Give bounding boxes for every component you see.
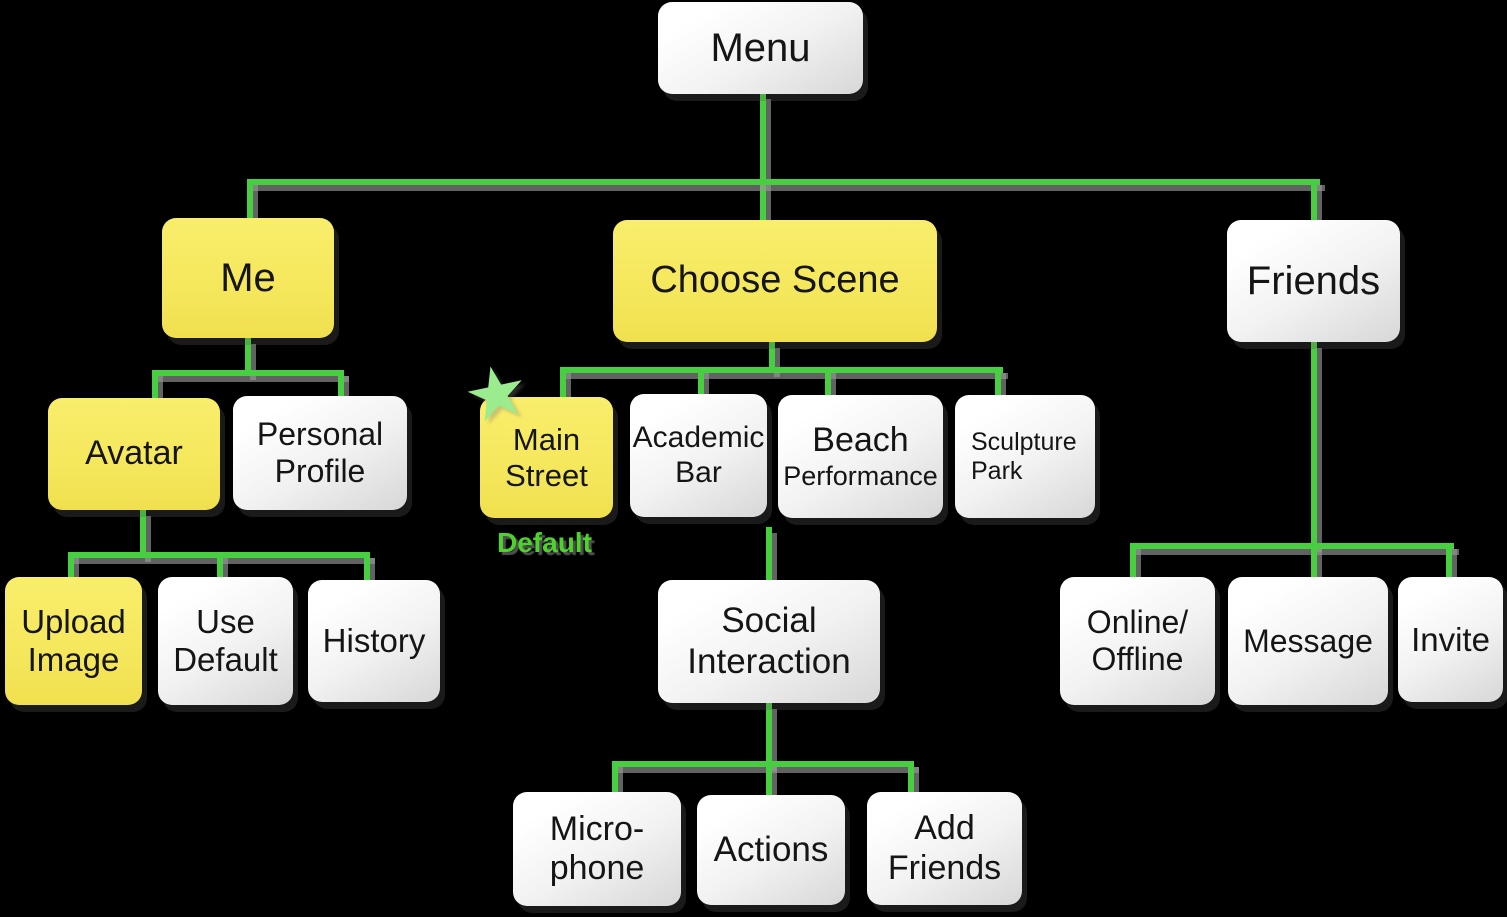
connector-to-add-friends [908,761,914,793]
node-use-default: Use Default [158,577,293,705]
node-choose-scene: Choose Scene [613,220,937,342]
connector-to-main-street [560,367,566,398]
connector-to-online-offline [1130,543,1136,578]
friends-label: Friends [1246,259,1381,303]
connector-to-friends [1311,179,1317,222]
connector-menu-down [760,93,766,220]
choose-scene-label: Choose Scene [650,259,900,302]
node-me: Me [162,218,334,338]
default-annotation: Default [497,527,592,558]
connector-to-personal-profile [338,370,344,397]
actions-label: Actions [713,829,829,869]
connector-scene-rail [560,367,1003,373]
node-actions: Actions [697,795,845,905]
sculpture-park-label-line2: Park [971,456,1023,485]
academic-bar-label-line2: Bar [675,455,722,489]
node-add-friends: Add Friends [867,792,1022,905]
connector-me-down [245,338,251,374]
connector-to-use-default [217,552,223,578]
use-default-label-line2: Default [173,641,278,678]
node-online-offline: Online/ Offline [1060,577,1215,705]
connector-to-message [1311,543,1317,578]
connector-avatar-down [140,510,146,556]
node-sculpture-park: Sculpture Park [955,395,1095,518]
menu-label: Menu [710,26,811,70]
connector-to-actions [766,761,772,796]
main-street-label-line2: Street [505,457,588,493]
connector-social-rail [612,761,914,767]
me-label: Me [220,256,276,300]
microphone-label-line2: phone [549,849,645,887]
node-academic-bar: Academic Bar [630,394,767,517]
beach-performance-label-line2: Performance [783,460,938,491]
node-social-interaction: Social Interaction [658,580,880,703]
node-friends: Friends [1227,220,1400,342]
connector-to-microphone [612,761,618,793]
main-street-label-line1: Main [512,421,581,457]
connector-to-invite [1446,543,1452,578]
connector-to-social-interaction [766,527,772,581]
node-microphone: Micro- phone [513,792,681,906]
social-interaction-label-line1: Social [721,601,817,641]
connector-choose-scene-down [769,342,775,371]
use-default-label-line1: Use [196,603,255,641]
avatar-label: Avatar [85,434,183,473]
connector-to-academic-bar [698,367,704,395]
connector-to-me [247,179,253,219]
node-main-street: Main Street [480,397,613,518]
connector-level1-rail [247,179,1320,185]
online-offline-label-line1: Online/ [1086,604,1189,641]
connector-to-beach-performance [825,367,831,396]
add-friends-label-line2: Friends [887,848,1002,887]
microphone-label-line1: Micro- [549,809,645,848]
upload-image-label-line1: Upload [21,603,126,641]
add-friends-label-line1: Add [914,809,975,848]
connector-social-down [766,703,772,765]
default-scene-star-icon: ★ [456,348,537,440]
message-label: Message [1243,622,1373,659]
connector-to-avatar [152,370,158,399]
connector-to-history [364,552,370,581]
node-invite: Invite [1398,577,1503,702]
connector-to-sculpture-park [995,367,1001,396]
online-offline-label-line2: Offline [1091,641,1184,677]
node-upload-image: Upload Image [5,577,142,705]
node-message: Message [1228,577,1388,705]
node-menu: Menu [658,2,863,94]
invite-label: Invite [1411,620,1490,658]
node-history: History [308,580,440,702]
connector-friends-rail [1130,543,1454,549]
beach-performance-label-line1: Beach [812,421,909,460]
node-beach-performance: Beach Performance [778,395,943,518]
connector-friends-down [1311,342,1317,546]
node-avatar: Avatar [48,398,220,510]
sculpture-park-label-line1: Sculpture [971,427,1077,456]
connector-me-rail [152,370,344,376]
academic-bar-label-line1: Academic [632,421,765,454]
personal-profile-label-line2: Profile [274,453,366,489]
node-personal-profile: Personal Profile [233,396,407,510]
personal-profile-label-line1: Personal [256,416,384,453]
social-interaction-label-line2: Interaction [687,641,851,681]
connector-to-upload-image [68,552,74,578]
history-label: History [322,622,426,660]
upload-image-label-line2: Image [27,641,120,678]
